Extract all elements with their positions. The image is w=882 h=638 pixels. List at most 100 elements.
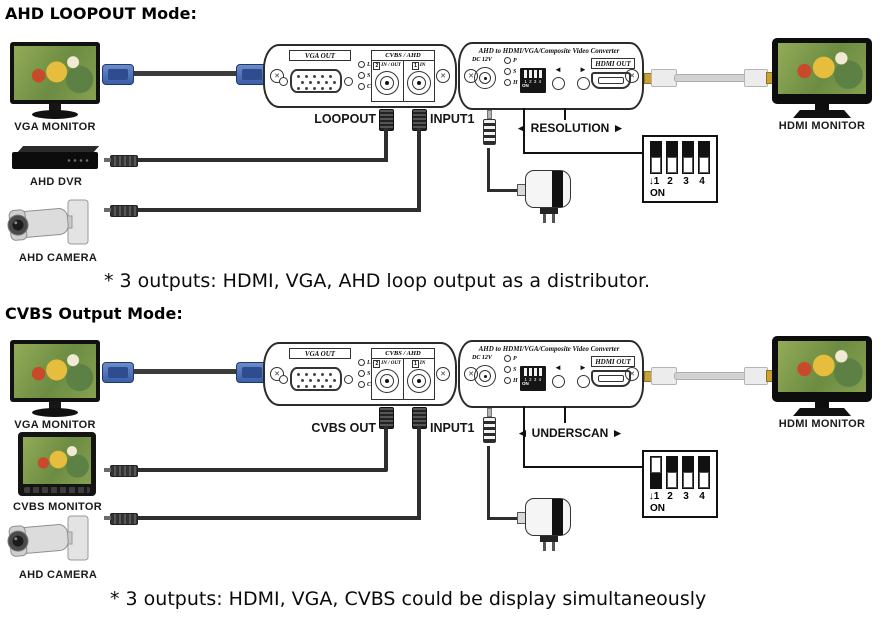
resolution-callout: ◄ RESOLUTION ►: [515, 121, 625, 135]
dip-switch: 1 2 3 4 ON: [520, 366, 546, 391]
led-icon: [358, 83, 365, 90]
hdmi-out-label: HDMI OUT: [591, 58, 635, 69]
vga-out-port-label: VGA OUT: [289, 50, 351, 61]
dip-switch-1: [650, 456, 662, 489]
dip-switch-4: [698, 456, 710, 489]
bnc-connector-icon: [104, 465, 138, 477]
monitor-screen: [14, 344, 96, 398]
rear-status-leds: P S H: [504, 355, 518, 384]
rear-status-leds: P S H: [504, 57, 518, 86]
ahd-dvr-label: AHD DVR: [29, 176, 83, 188]
coax-cable: [417, 426, 421, 520]
power-adapter: [517, 168, 575, 224]
dip-on-label: ON: [650, 503, 665, 514]
note-text: * 3 outputs: HDMI, VGA, AHD loop output …: [104, 270, 651, 292]
bnc-connector-icon: [104, 205, 138, 217]
coax-cable: [112, 468, 388, 472]
callout-line: [564, 108, 566, 120]
bnc-socket-icon: [406, 71, 431, 95]
vga-out-port: [279, 66, 357, 96]
cvbs-monitor: [18, 432, 96, 496]
led-icon: [504, 57, 511, 64]
input1-label: INPUT1: [430, 421, 475, 435]
led-icon: [504, 68, 511, 75]
hdmi-cable: [674, 372, 748, 380]
power-cable: [487, 148, 490, 192]
monitor-screen: [23, 437, 91, 484]
hdmi-out-port: [591, 72, 631, 89]
bnc-connector-icon: [104, 155, 138, 167]
power-cable: [487, 189, 525, 192]
ahd-loopout-diagram: AHD LOOPOUT Mode: VGA MONITOR AHD DVR: [0, 0, 882, 298]
led-icon: [358, 370, 365, 377]
right-arrow-icon: ►: [579, 65, 587, 74]
callout-line: [523, 108, 525, 154]
dc-plug: [482, 408, 497, 448]
ahd-camera-label: AHD CAMERA: [18, 252, 98, 264]
converter-title: AHD to HDMI/VGA/Composite Video Converte…: [478, 47, 620, 55]
led-icon: [504, 366, 511, 373]
bnc-connector-icon: [104, 513, 138, 525]
hdmi-monitor-label: HDMI MONITOR: [778, 418, 866, 430]
coax-cable: [384, 128, 388, 162]
dip-switch-2: [666, 456, 678, 489]
hdmi-monitor: [772, 38, 872, 118]
callout-line: [523, 406, 525, 468]
hdmi-monitor-label: HDMI MONITOR: [778, 120, 866, 132]
vga-connector-icon: [102, 362, 134, 383]
dip-switch-2: [666, 141, 678, 174]
callout-line: [564, 406, 566, 423]
converter-front-panel: VGA OUT L S C CVBS / AHD 2IN / OUT: [263, 342, 457, 406]
power-cable: [487, 446, 490, 520]
adjust-button-right: [577, 375, 590, 388]
led-icon: [358, 381, 365, 388]
led-icon: [358, 61, 365, 68]
callout-line: [523, 466, 643, 468]
monitor-frame: [10, 340, 100, 402]
adjust-button-right: [577, 77, 590, 90]
callout-line: [523, 152, 643, 154]
dc-power-jack: [474, 67, 496, 89]
led-icon: [504, 79, 511, 86]
ahd-camera: [2, 512, 106, 568]
converter-rear-panel: AHD to HDMI/VGA/Composite Video Converte…: [458, 42, 644, 110]
power-cable: [487, 517, 525, 520]
input1-label: INPUT1: [430, 112, 475, 126]
converter-rear-panel: AHD to HDMI/VGA/Composite Video Converte…: [458, 340, 644, 408]
ahd-camera-label: AHD CAMERA: [18, 569, 98, 581]
coax-cable: [384, 426, 388, 470]
hdmi-plug-icon: [744, 367, 768, 385]
vga-monitor: [10, 42, 100, 119]
ahd-dvr: [12, 146, 100, 169]
coax-cable: [112, 516, 421, 520]
led-icon: [358, 359, 365, 366]
vga-cable: [100, 360, 270, 384]
screw-hole-icon: [279, 374, 288, 384]
cvbs-ahd-label: CVBS / AHD: [372, 51, 434, 61]
dip-on-label: ON: [650, 188, 665, 199]
bnc-socket-icon: [375, 369, 400, 393]
bullet-camera-icon: [7, 515, 89, 561]
dc-plug: [482, 110, 497, 150]
cvbs-monitor-label: CVBS MONITOR: [13, 501, 102, 513]
coax-cable: [112, 158, 388, 162]
vga-monitor: [10, 340, 100, 417]
section-heading: CVBS Output Mode:: [5, 304, 183, 323]
screw-hole-icon: [279, 76, 288, 86]
vga-cable: [100, 62, 270, 86]
ahd-camera: [2, 196, 106, 252]
vga-connector-icon: [236, 362, 268, 383]
adjust-button-left: [552, 77, 565, 90]
dip-switch-1: [650, 141, 662, 174]
dc-12v-label: DC 12V: [472, 57, 492, 63]
screw-icon: [436, 69, 450, 83]
monitor-screen: [14, 46, 96, 100]
